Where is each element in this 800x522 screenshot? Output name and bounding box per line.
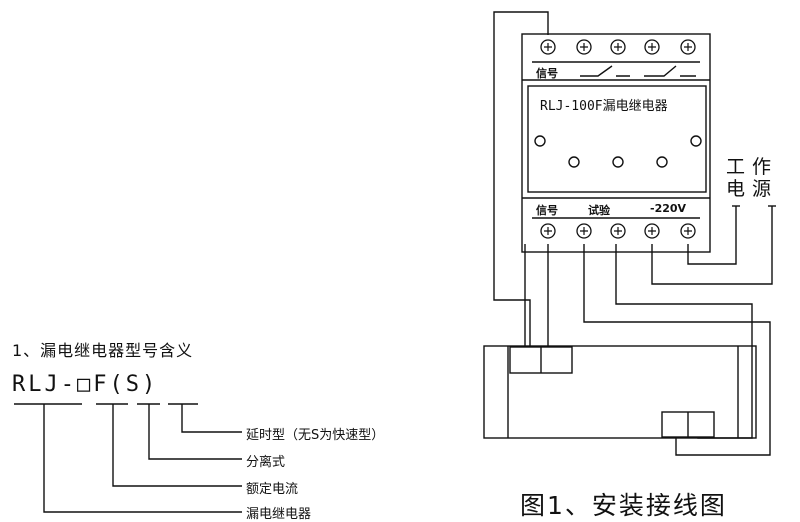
leader-line-current	[112, 404, 242, 487]
meaning-leakage-relay: 漏电继电器	[246, 507, 312, 522]
bottom-screw-terminal-2	[576, 223, 592, 239]
bottom-strip-label-test: 试验	[588, 204, 610, 217]
meaning-separate-type: 分离式	[246, 455, 286, 470]
top-screw-terminal-4	[644, 39, 660, 55]
power-wire-2	[687, 206, 737, 265]
top-screw-terminal-3	[610, 39, 626, 55]
contact-symbol-1	[580, 65, 630, 77]
meaning-rated-current: 额定电流	[246, 482, 299, 497]
indicator-lamp-1	[568, 156, 580, 168]
bottom-screw-terminal-3	[610, 223, 626, 239]
top-terminal-row	[540, 39, 696, 55]
top-screw-terminal-5	[680, 39, 696, 55]
model-code: RLJ-□F(S)	[12, 372, 159, 397]
meaning-delay-type: 延时型（无S为快速型）	[246, 428, 385, 443]
current-transformer	[483, 345, 757, 439]
bottom-screw-terminal-4	[644, 223, 660, 239]
bottom-strip-label-signal: 信号	[536, 204, 558, 217]
bottom-terminal-row	[540, 223, 696, 239]
test-wire-1	[583, 244, 771, 456]
signal-wire-top	[493, 11, 549, 347]
indicator-lamp-3	[656, 156, 668, 168]
leader-line-delay	[181, 404, 242, 433]
bottom-screw-terminal-1	[540, 223, 556, 239]
leader-line-separate	[148, 404, 242, 460]
figure-caption: 图1、安装接线图	[520, 491, 727, 520]
indicator-lamp-2	[612, 156, 624, 168]
power-label-left: 工电	[726, 156, 746, 200]
front-panel	[527, 85, 707, 193]
bottom-screw-terminal-5	[680, 223, 696, 239]
power-label-right: 作源	[752, 156, 772, 200]
legend-heading: 1、漏电继电器型号含义	[12, 341, 194, 360]
mount-hole-right	[690, 135, 702, 147]
top-screw-terminal-1	[540, 39, 556, 55]
test-wire-2	[615, 244, 753, 439]
bottom-strip-label-power: -220V	[650, 202, 687, 215]
power-wire-1	[651, 206, 773, 285]
top-strip-label: 信号	[536, 67, 558, 80]
contact-symbol-2	[644, 65, 696, 77]
leader-line-relay	[43, 404, 242, 513]
relay-model-label: RLJ-100F漏电继电器	[540, 99, 668, 114]
top-screw-terminal-2	[576, 39, 592, 55]
mount-hole-left	[534, 135, 546, 147]
